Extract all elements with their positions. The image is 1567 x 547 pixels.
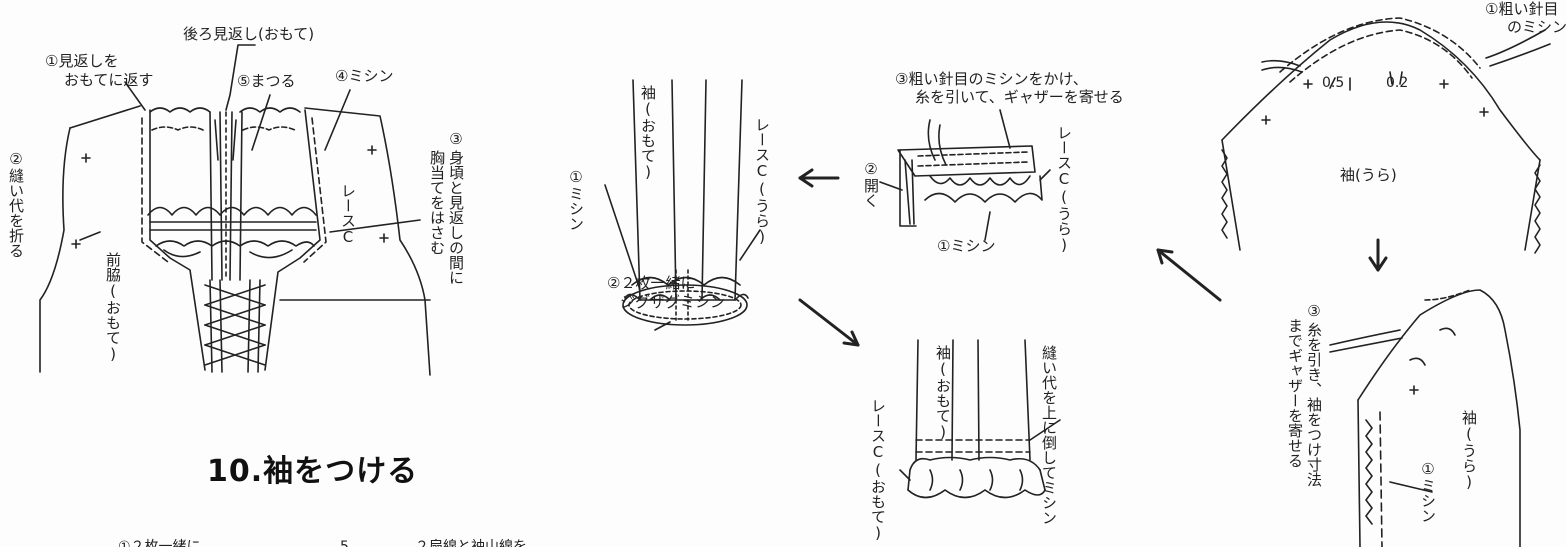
bodice-diagram (39, 44, 431, 376)
sleeve-ura-label-2: 袖(うら) (1460, 410, 1478, 491)
bottom-cut-text-left: ①２枚一緒に (118, 539, 201, 547)
step1-label-line2: おもてに返す (64, 71, 154, 89)
pull-thread-text-1: 糸を引き、袖をつけ寸法 (1305, 322, 1323, 487)
section-title: 10.袖をつける (207, 454, 419, 489)
sleeve-ura-label: 袖(うら) (1340, 166, 1397, 184)
coarse-stitch-label-line2: のミシン (1507, 18, 1567, 36)
sleeve-pattern-diagram (1221, 17, 1551, 254)
machine-label: ①ミシン (567, 168, 585, 231)
sleeve-omote-label: 袖(おもて) (639, 85, 657, 181)
flow-arrows (798, 168, 1388, 347)
step1-label-line1: ①見返しを (45, 52, 119, 70)
zigzag-label-line1: ②２枚一緒に (607, 274, 696, 292)
step4-label: ④ミシン (335, 67, 394, 85)
finished-cuff-diagram (899, 339, 1061, 499)
sleeve-cuff-diagram (604, 79, 761, 331)
machine-label-3: ①ミシン (1419, 460, 1437, 523)
measure-0-2: 0.2 (1386, 75, 1409, 91)
lace-c-ura-label-2: レースC(うら) (1055, 125, 1073, 254)
open-label: ②開く (862, 160, 880, 208)
front-side-label: 前脇(おもて) (104, 252, 122, 363)
lace-c-omote-label: レースC(おもて) (869, 398, 887, 542)
machine-label-2: ①ミシン (937, 237, 996, 255)
sleeve-gathered-diagram (1329, 289, 1521, 547)
gather-label-line2: 糸を引いて、ギャザーを寄せる (915, 88, 1124, 106)
step3-number: ③ (447, 130, 465, 148)
pull-thread-number: ③ (1305, 302, 1323, 320)
pull-thread-text-2: までギャザーを寄せる (1286, 318, 1304, 468)
fold-seam-label: 縫い代を上に倒してミシン (1040, 345, 1058, 525)
step5-label: ⑤まつる (237, 72, 296, 90)
sleeve-omote-label-2: 袖(おもて) (934, 345, 952, 441)
bottom-cut-text-right: ２扇線と袖山線を (415, 539, 527, 547)
measure-0-5: 0.5 (1322, 75, 1345, 91)
step3-text-2: 胸当てをはさむ (428, 150, 446, 255)
lace-c-ura-label: レースC(うら) (753, 117, 771, 246)
coarse-stitch-label-line1: ①粗い針目 (1485, 0, 1559, 18)
step3-text-1: 身頃と見返しの間に (447, 150, 465, 285)
bottom-cut-text-mid: 5 (340, 539, 349, 547)
lace-gathering-diagram (879, 109, 1051, 241)
zigzag-label-line2: ジグザグミシン (620, 293, 726, 311)
step2-fold-label: ②縫い代を折る (7, 150, 25, 258)
lace-c-label: レースC (339, 183, 357, 246)
back-facing-label: 後ろ見返し(おもて) (183, 25, 315, 43)
gather-label-line1: ③粗い針目のミシンをかけ、 (895, 70, 1088, 88)
